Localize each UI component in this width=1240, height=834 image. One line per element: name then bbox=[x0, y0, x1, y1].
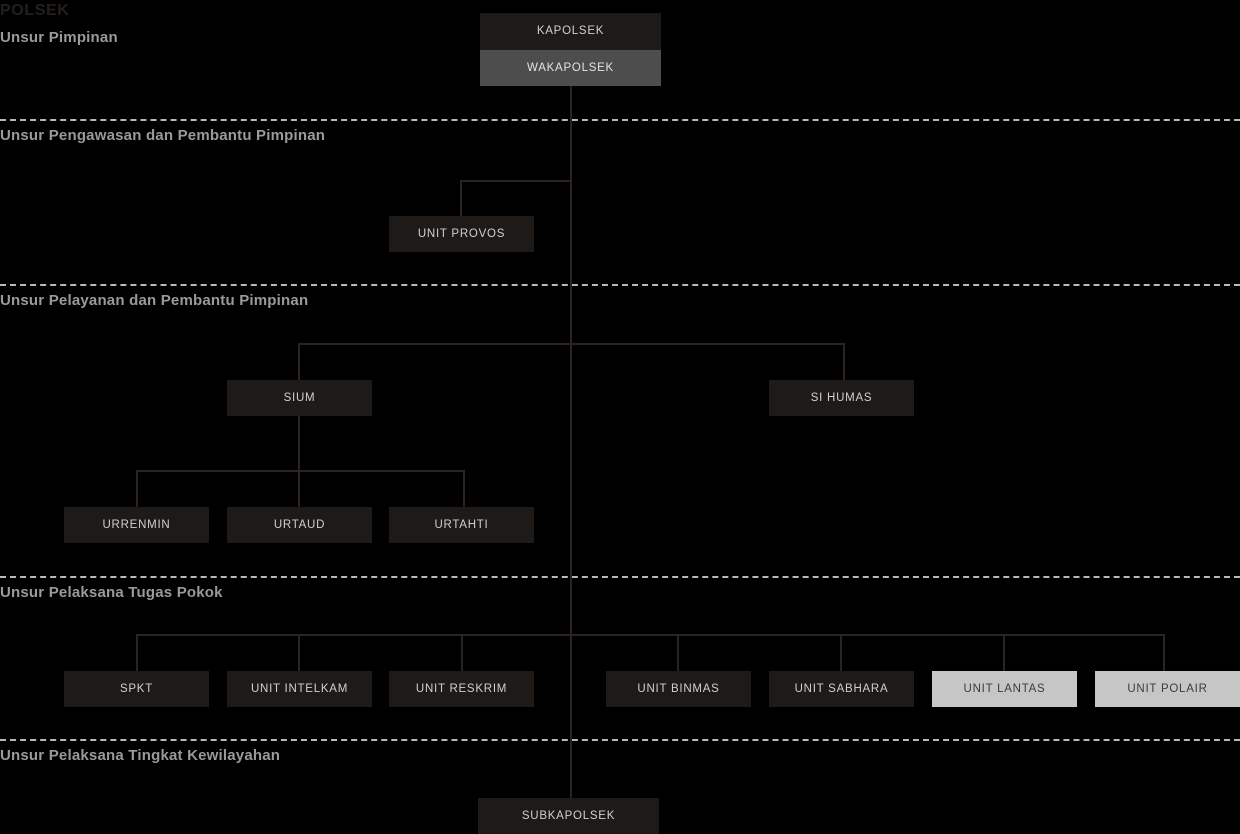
node-unit-reskrim[interactable]: UNIT RESKRIM bbox=[389, 671, 534, 707]
band-label-pengawasan: Unsur Pengawasan dan Pembantu Pimpinan bbox=[0, 127, 326, 144]
divider-pengawasan bbox=[0, 119, 1240, 121]
connector-unit-sabhara-drop bbox=[840, 634, 842, 672]
node-unit-binmas[interactable]: UNIT BINMAS bbox=[606, 671, 751, 707]
connector-urrenmin-drop bbox=[136, 470, 138, 508]
connector-sium-drop bbox=[298, 343, 300, 381]
connector-tugas-pokok-bus bbox=[136, 634, 1163, 636]
node-urtahti[interactable]: URTAHTI bbox=[389, 507, 534, 543]
node-si-humas[interactable]: SI HUMAS bbox=[769, 380, 914, 416]
connector-unit-intelkam-drop bbox=[298, 634, 300, 672]
connector-urtaud-drop bbox=[298, 470, 300, 508]
band-label-pimpinan: Unsur Pimpinan bbox=[0, 29, 118, 46]
node-wakapolsek[interactable]: WAKAPOLSEK bbox=[480, 50, 661, 86]
node-unit-provos[interactable]: UNIT PROVOS bbox=[389, 216, 534, 252]
node-unit-polair[interactable]: UNIT POLAIR bbox=[1095, 671, 1240, 707]
trunk-line-main bbox=[570, 86, 572, 800]
node-unit-sabhara[interactable]: UNIT SABHARA bbox=[769, 671, 914, 707]
node-urtaud[interactable]: URTAUD bbox=[227, 507, 372, 543]
chart-title: POLSEK bbox=[0, 2, 70, 19]
band-label-pelayanan: Unsur Pelayanan dan Pembantu Pimpinan bbox=[0, 292, 309, 309]
connector-sium-stem bbox=[298, 416, 300, 471]
connector-provos-drop bbox=[460, 180, 462, 217]
connector-unit-binmas-drop bbox=[677, 634, 679, 672]
divider-pelayanan bbox=[0, 284, 1240, 286]
connector-si-humas-drop bbox=[843, 343, 845, 381]
node-kapolsek[interactable]: KAPOLSEK bbox=[480, 13, 661, 50]
divider-tugas-pokok bbox=[0, 576, 1240, 578]
divider-kewilayahan bbox=[0, 739, 1240, 741]
node-unit-intelkam[interactable]: UNIT INTELKAM bbox=[227, 671, 372, 707]
connector-unit-reskrim-drop bbox=[461, 634, 463, 672]
connector-sium-children-bus bbox=[136, 470, 465, 472]
node-subkapolsek[interactable]: SUBKAPOLSEK bbox=[478, 798, 659, 834]
node-urrenmin[interactable]: URRENMIN bbox=[64, 507, 209, 543]
node-spkt[interactable]: SPKT bbox=[64, 671, 209, 707]
connector-urtahti-drop bbox=[463, 470, 465, 508]
connector-provos-horizontal bbox=[460, 180, 572, 182]
connector-unit-polair-drop bbox=[1163, 634, 1165, 672]
band-label-kewilayahan: Unsur Pelaksana Tingkat Kewilayahan bbox=[0, 747, 281, 764]
node-unit-lantas[interactable]: UNIT LANTAS bbox=[932, 671, 1077, 707]
connector-unit-lantas-drop bbox=[1003, 634, 1005, 672]
connector-pelayanan-bus bbox=[298, 343, 845, 345]
band-label-tugas-pokok: Unsur Pelaksana Tugas Pokok bbox=[0, 584, 223, 601]
connector-spkt-drop bbox=[136, 634, 138, 672]
node-sium[interactable]: SIUM bbox=[227, 380, 372, 416]
